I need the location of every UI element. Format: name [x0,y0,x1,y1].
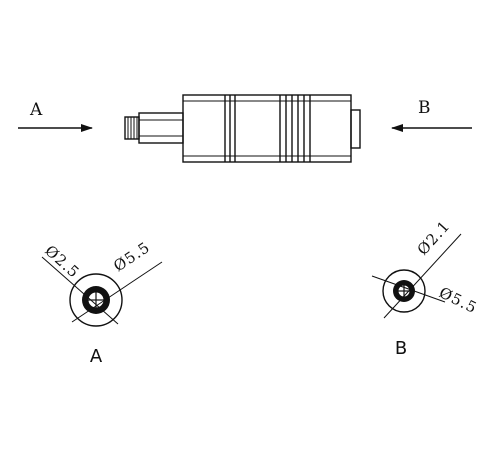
pin-shaft [138,112,184,144]
end-view-a: Ø2.5 Ø5.5 A [41,238,163,367]
end-view-a-dim-line-outer [71,261,163,323]
end-view-b-outer-circle [382,269,426,313]
end-view-a-outer-circle [69,273,123,327]
end-view-b-dim-line-inner [383,233,462,319]
side-view: A B [18,94,472,163]
rear-cap [350,109,361,149]
view-arrow-a-label: A [29,100,43,120]
end-view-b-inner-diameter: Ø2.1 [414,217,454,259]
end-view-b-label: B [395,338,407,359]
end-view-a-label: A [90,346,103,367]
end-view-b-dim-line-outer [371,275,446,303]
plug-body [182,94,352,163]
end-view-a-outer-diameter: Ø5.5 [110,238,153,275]
end-view-a-dim-line-inner [41,256,119,325]
end-view-b-outer-diameter: Ø5.5 [436,283,480,317]
view-arrow-b-label: B [418,98,431,118]
end-view-b: Ø2.1 Ø5.5 B [371,217,480,359]
